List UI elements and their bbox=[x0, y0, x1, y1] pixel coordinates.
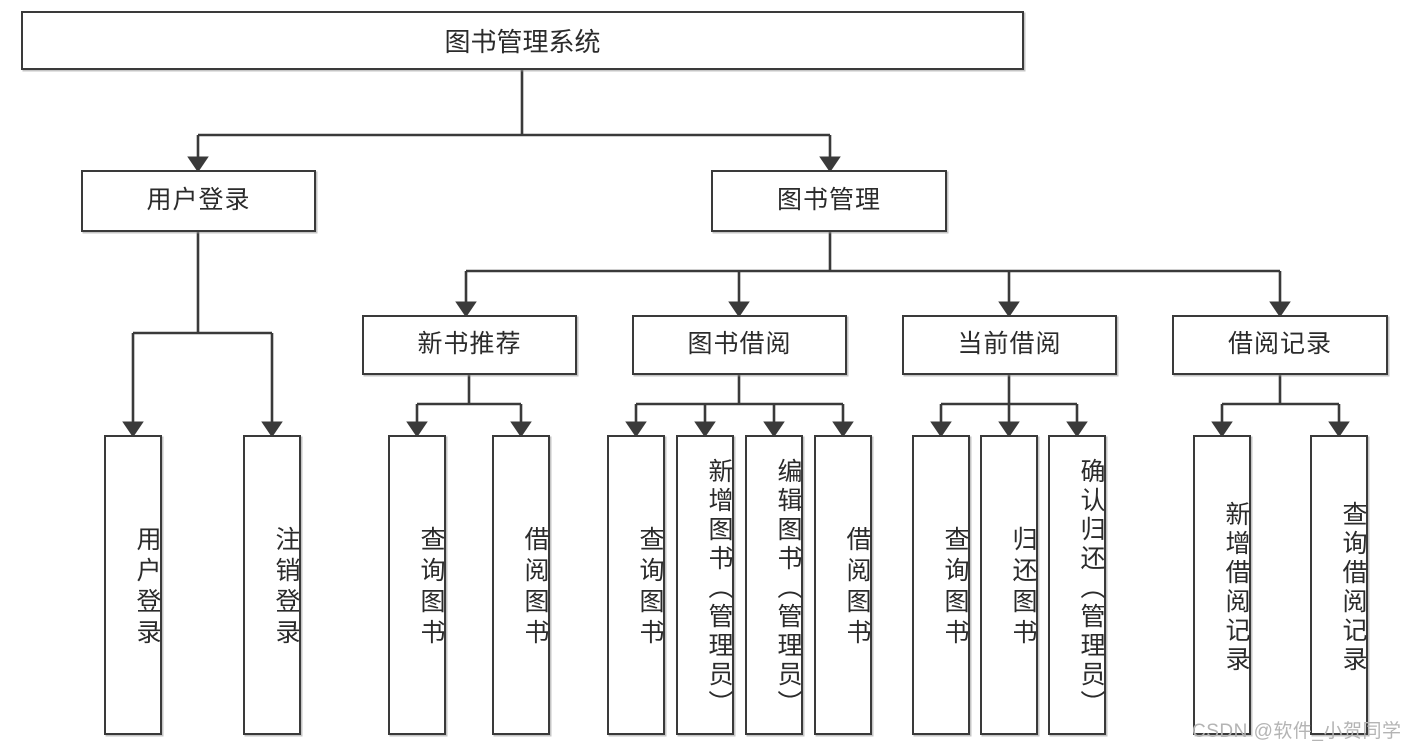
node-new-book-recommend[interactable]: 新书推荐 bbox=[362, 315, 577, 375]
node-current-borrow[interactable]: 当前借阅 bbox=[902, 315, 1117, 375]
node-user-login[interactable]: 用户登录 bbox=[81, 170, 316, 232]
leaf-query-book-1[interactable]: 查询图书 bbox=[388, 435, 446, 735]
node-new-book-recommend-label: 新书推荐 bbox=[417, 330, 522, 359]
leaf-query-book-2[interactable]: 查询图书 bbox=[607, 435, 665, 735]
leaf-query-book-1-label: 查询图书 bbox=[417, 526, 445, 650]
leaf-edit-book-label: 编辑图书（管理员） bbox=[774, 457, 802, 719]
leaf-confirm-return-label: 确认归还（管理员） bbox=[1077, 457, 1105, 719]
leaf-query-book-2-label: 查询图书 bbox=[636, 526, 664, 650]
leaf-logout-login-label: 注销登录 bbox=[272, 526, 300, 650]
node-book-borrow[interactable]: 图书借阅 bbox=[632, 315, 847, 375]
leaf-add-borrow-record-label: 新增借阅记录 bbox=[1222, 501, 1250, 675]
csdn-watermark: CSDN @软件_小贺同学 bbox=[1192, 721, 1402, 742]
leaf-query-book-3[interactable]: 查询图书 bbox=[912, 435, 970, 735]
node-root-label: 图书管理系统 bbox=[444, 27, 601, 57]
node-borrow-record-label: 借阅记录 bbox=[1227, 330, 1332, 359]
leaf-return-book-label: 归还图书 bbox=[1009, 526, 1037, 650]
leaf-query-book-3-label: 查询图书 bbox=[941, 526, 969, 650]
node-root[interactable]: 图书管理系统 bbox=[21, 11, 1024, 70]
leaf-query-borrow-record[interactable]: 查询借阅记录 bbox=[1310, 435, 1368, 735]
leaf-borrow-book-1-label: 借阅图书 bbox=[521, 526, 549, 650]
node-borrow-record[interactable]: 借阅记录 bbox=[1172, 315, 1388, 375]
leaf-confirm-return[interactable]: 确认归还（管理员） bbox=[1048, 435, 1106, 735]
node-book-manage[interactable]: 图书管理 bbox=[711, 170, 947, 232]
leaf-query-borrow-record-label: 查询借阅记录 bbox=[1339, 501, 1367, 675]
leaf-return-book[interactable]: 归还图书 bbox=[980, 435, 1038, 735]
node-book-borrow-label: 图书借阅 bbox=[687, 330, 792, 359]
leaf-user-login-label: 用户登录 bbox=[133, 526, 161, 650]
node-current-borrow-label: 当前借阅 bbox=[957, 330, 1062, 359]
leaf-logout-login[interactable]: 注销登录 bbox=[243, 435, 301, 735]
leaf-add-book[interactable]: 新增图书（管理员） bbox=[676, 435, 734, 735]
leaf-borrow-book-1[interactable]: 借阅图书 bbox=[492, 435, 550, 735]
leaf-edit-book[interactable]: 编辑图书（管理员） bbox=[745, 435, 803, 735]
leaf-borrow-book-2[interactable]: 借阅图书 bbox=[814, 435, 872, 735]
leaf-add-book-label: 新增图书（管理员） bbox=[705, 457, 733, 719]
node-user-login-label: 用户登录 bbox=[146, 186, 251, 215]
leaf-borrow-book-2-label: 借阅图书 bbox=[843, 526, 871, 650]
leaf-user-login[interactable]: 用户登录 bbox=[104, 435, 162, 735]
leaf-add-borrow-record[interactable]: 新增借阅记录 bbox=[1193, 435, 1251, 735]
node-book-manage-label: 图书管理 bbox=[776, 186, 881, 215]
